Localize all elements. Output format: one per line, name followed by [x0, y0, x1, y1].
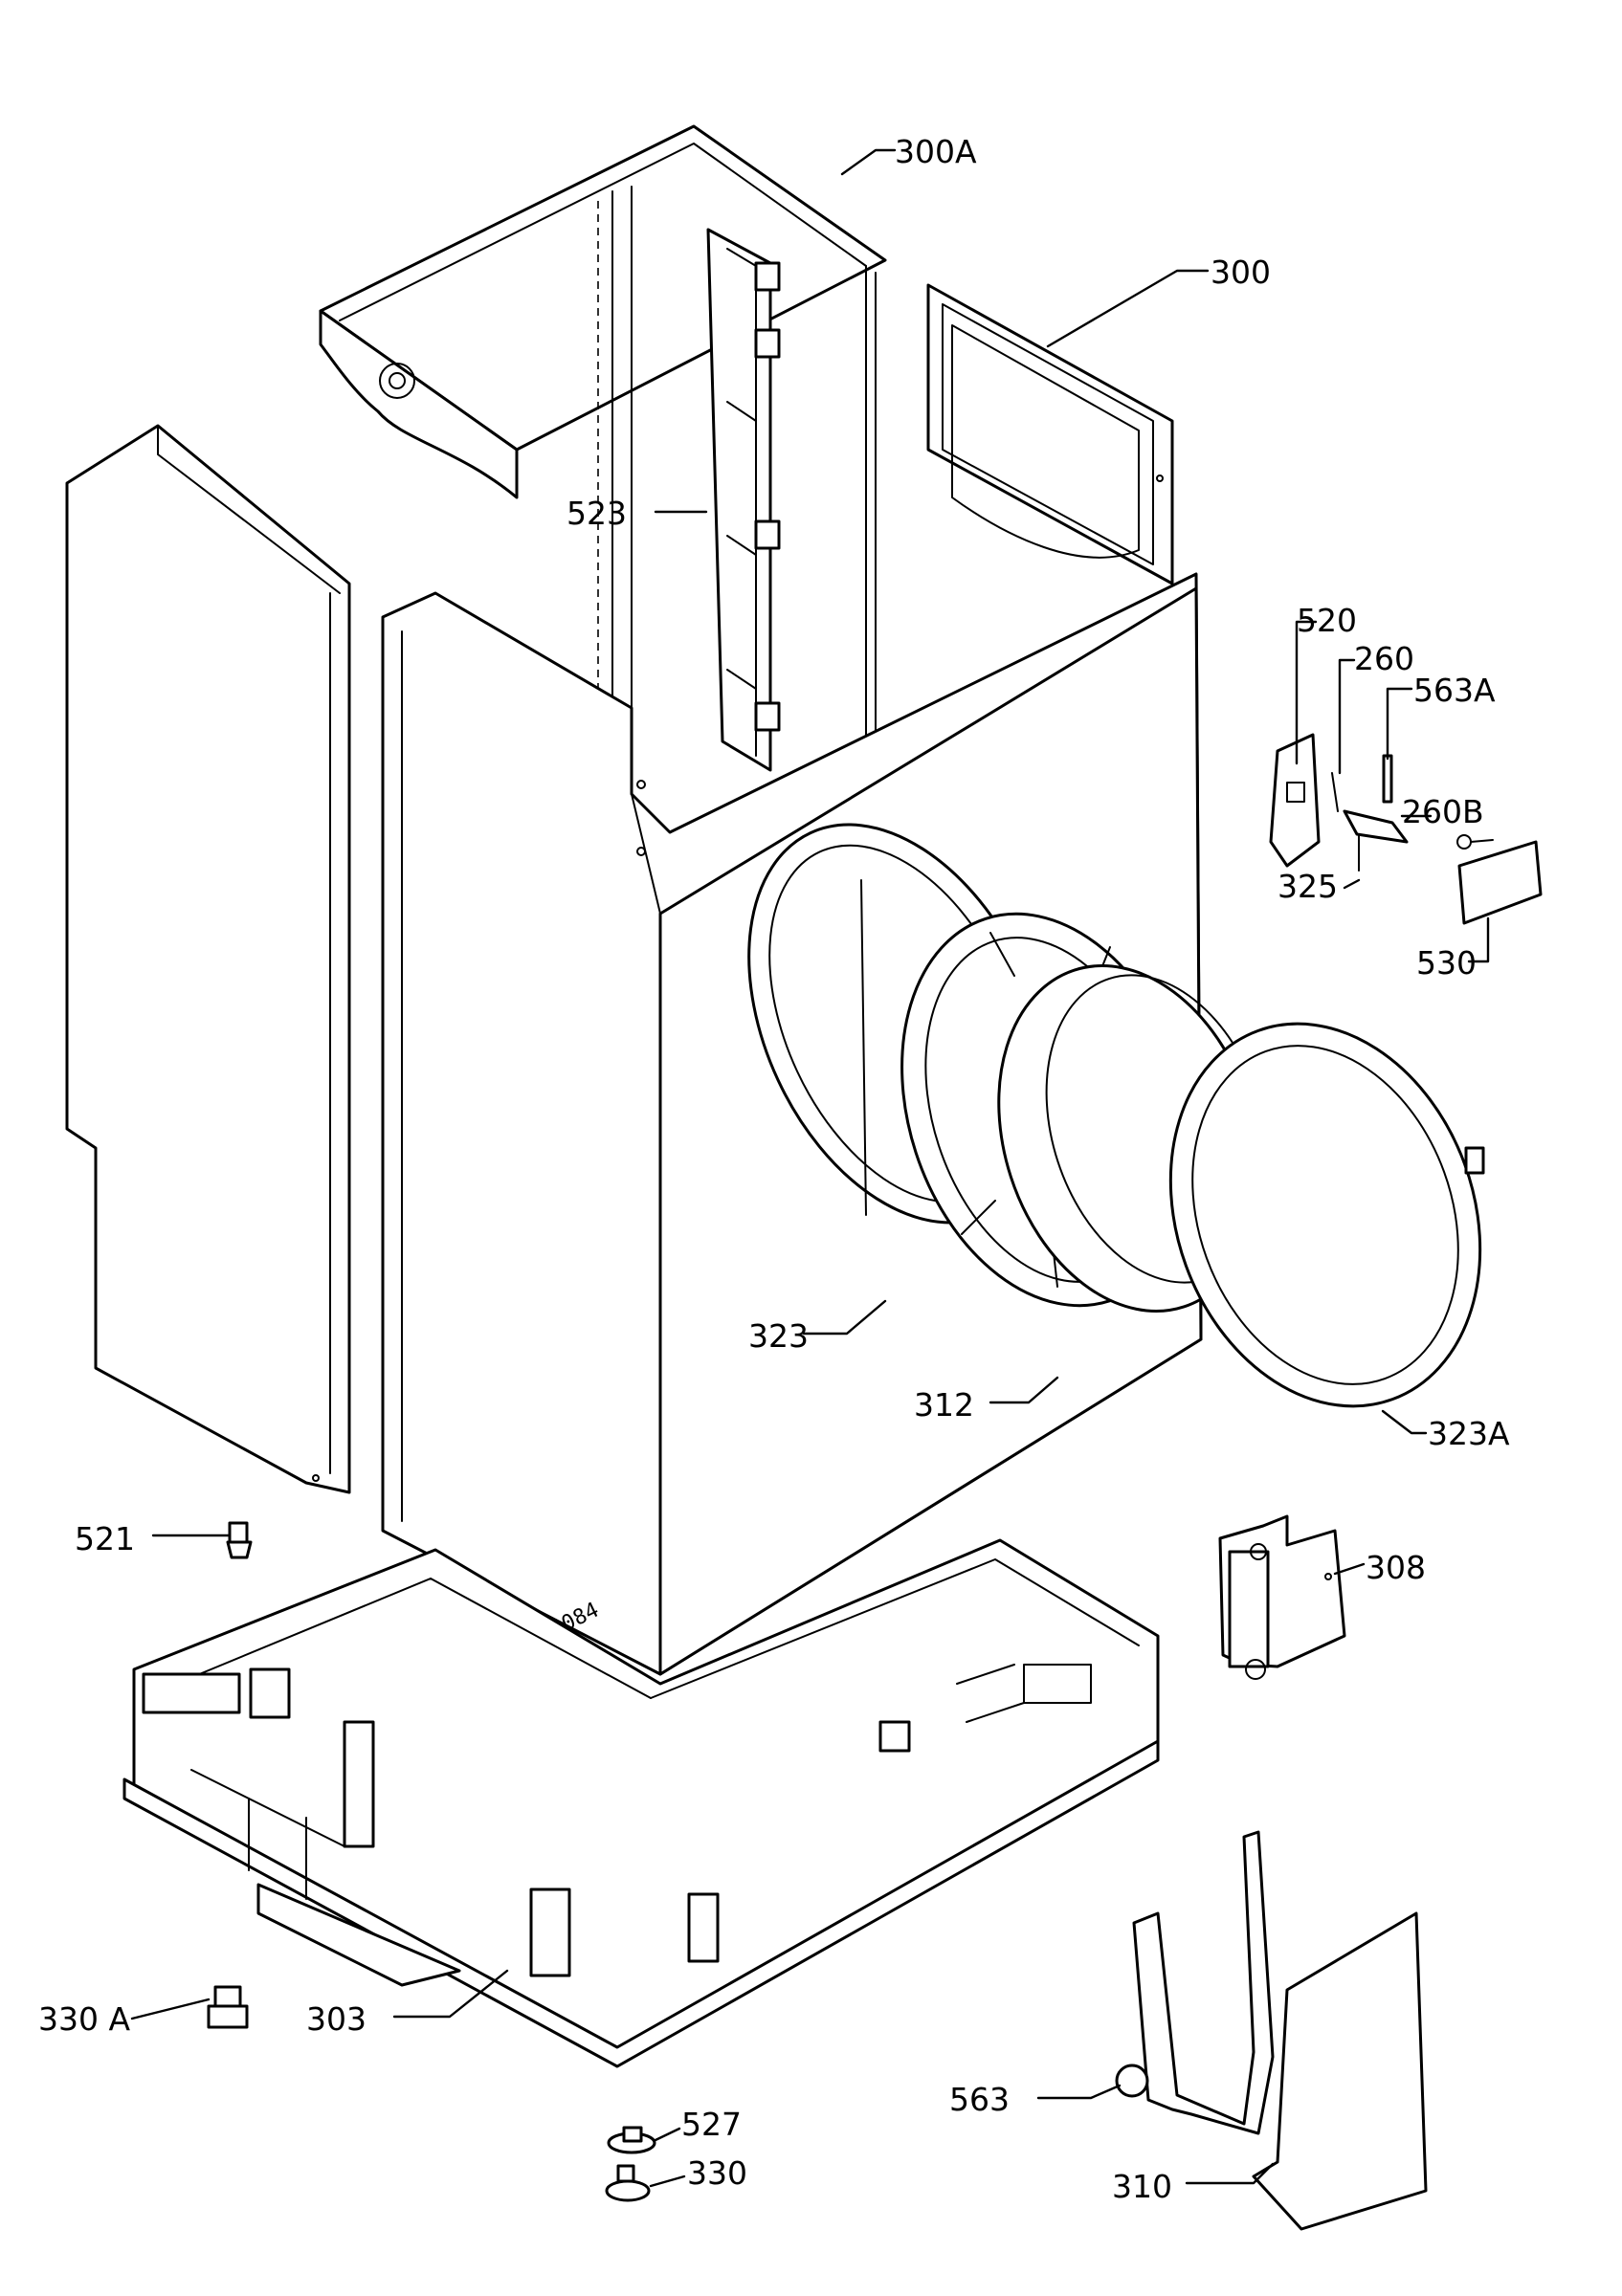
label-260B: 260B [1402, 793, 1484, 830]
label-300: 300 [1211, 254, 1271, 291]
foot-330A [207, 1985, 249, 2029]
label-330A: 330 A [38, 2000, 130, 2038]
label-523: 523 [567, 495, 627, 532]
label-260: 260 [1354, 640, 1414, 677]
label-563A: 563A [1413, 672, 1496, 709]
label-563: 563 [949, 2081, 1010, 2118]
label-530: 530 [1416, 944, 1477, 982]
hinge-308 [1218, 1514, 1346, 1680]
label-312: 312 [914, 1386, 974, 1424]
leader-lines [130, 148, 1490, 2188]
foot-330 [605, 2164, 651, 2202]
label-303: 303 [306, 2000, 367, 2038]
label-308: 308 [1366, 1549, 1426, 1586]
label-323A: 323A [1428, 1415, 1510, 1452]
control-bracket-523 [706, 228, 781, 772]
label-323: 323 [748, 1317, 809, 1355]
label-310: 310 [1112, 2168, 1172, 2205]
left-side-panel [65, 424, 351, 1494]
screw-521 [226, 1521, 253, 1559]
label-527: 527 [681, 2106, 742, 2143]
label-330: 330 [687, 2154, 747, 2192]
plinth-panel-310 [1252, 1911, 1428, 2231]
label-300A: 300A [895, 133, 977, 170]
label-521: 521 [75, 1520, 135, 1557]
door-323A [1168, 1022, 1485, 1408]
base-303 [122, 1538, 1160, 2068]
door-lock-assembly [1269, 733, 1543, 925]
label-325: 325 [1278, 868, 1338, 905]
label-520: 520 [1297, 602, 1357, 639]
part-labels: 300A 300 523 520 260 563A 260B 325 530 3… [38, 133, 1510, 2205]
plinth-bracket-563 [1115, 1830, 1275, 2135]
foot-washer-527 [607, 2126, 656, 2154]
